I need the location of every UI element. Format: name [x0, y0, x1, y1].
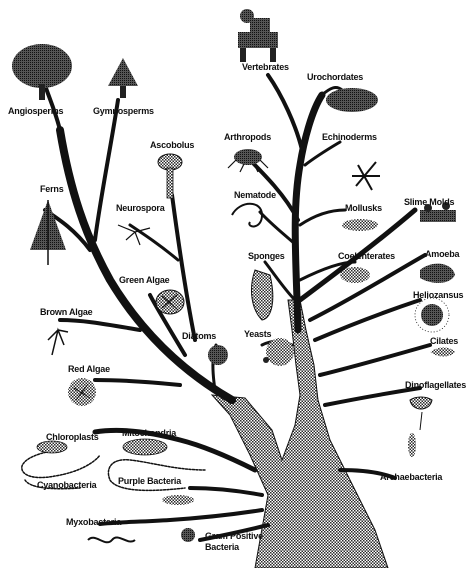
ciliate-icon [430, 348, 455, 357]
label-sponges: Sponges [248, 251, 285, 261]
branch-ciliates [320, 345, 430, 375]
heliozoan-icon [415, 298, 449, 332]
branch-left-big [60, 130, 232, 400]
label-gymnosperms: Gymnosperms [93, 106, 154, 116]
branch-amoeba [310, 255, 425, 320]
angiosperm-tree-icon [12, 44, 72, 100]
branch-nematode [260, 212, 296, 245]
sponge-icon [251, 270, 272, 320]
label-ciliates: Cilates [430, 336, 458, 346]
label-nematode: Nematode [234, 190, 276, 200]
red-algae-icon [68, 378, 96, 406]
label-cyanobacteria: Cyanobacteria [37, 480, 96, 490]
label-yeasts: Yeasts [244, 329, 271, 339]
echinoderm-icon [352, 162, 380, 190]
label-dinoflagellates: Dinoflagellates [405, 380, 466, 390]
label-brown-algae: Brown Algae [40, 307, 92, 317]
label-vertebrates: Vertebrates [242, 62, 289, 72]
label-archaebacteria: Archaebacteria [380, 472, 442, 482]
archaebacterium-icon [408, 433, 416, 457]
label-arthropods: Arthropods [224, 132, 271, 142]
nematode-icon [232, 204, 262, 227]
purple-bacterium-icon [162, 495, 194, 505]
mitochondrion-icon [123, 439, 167, 455]
coelenterate-icon [340, 267, 370, 283]
branch-neurospora [130, 225, 178, 260]
label-red-algae: Red Algae [68, 364, 110, 374]
label-angiosperms: Angiosperms [8, 106, 63, 116]
gram-positive-icon [181, 528, 195, 542]
brown-algae-icon [48, 330, 68, 355]
diatom-icon [208, 345, 228, 365]
branch-purple-bacteria [190, 488, 262, 495]
label-gram-positive-line2: Bacteria [205, 542, 239, 552]
trunk [212, 300, 388, 568]
label-mollusks: Mollusks [345, 203, 382, 213]
arrow-chloroplasts [22, 450, 100, 478]
vertebrate-dog-icon [238, 9, 278, 62]
branch-myxobacteria [100, 510, 262, 524]
label-gram-positive-line1: Gram Positive [205, 531, 263, 541]
branch-brown-algae [60, 320, 140, 330]
label-slime-molds: Slime Molds [404, 197, 454, 207]
myxobacterium-icon [88, 537, 135, 542]
branch-heliozansus [315, 300, 420, 340]
branch-echinoderms [305, 142, 340, 165]
branch-arthropods [245, 155, 298, 220]
label-chloroplasts: Chloroplasts [46, 432, 99, 442]
branch-vertebrates [268, 75, 302, 150]
label-green-algae: Green Algae [119, 275, 170, 285]
label-urochordates: Urochordates [307, 72, 363, 82]
label-myxobacteria: Myxobacteria [66, 517, 121, 527]
ascobolus-icon [158, 154, 182, 198]
label-ascobolus: Ascobolus [150, 140, 194, 150]
branch-gymnosperms [95, 100, 118, 240]
gymnosperm-tree-icon [108, 58, 138, 98]
urochordate-icon [326, 88, 378, 112]
amoeba-icon [420, 264, 455, 283]
mollusk-icon [342, 219, 378, 231]
label-ferns: Ferns [40, 184, 64, 194]
chloroplast-icon [37, 441, 67, 453]
branch-mollusks [300, 210, 345, 225]
green-algae-icon [156, 290, 184, 314]
dinoflagellate-icon [410, 397, 432, 430]
label-diatoms: Diatoms [182, 331, 216, 341]
fern-icon [30, 200, 66, 265]
arthropod-icon [228, 149, 268, 172]
label-purple-bacteria: Purple Bacteria [118, 476, 181, 486]
label-heliozansus: Heliozansus [413, 290, 463, 300]
label-amoeba: Amoeba [425, 249, 459, 259]
branch-red-algae [95, 380, 180, 385]
label-coelenterates: Coelenterates [338, 251, 395, 261]
label-echinoderms: Echinoderms [322, 132, 377, 142]
label-neurospora: Neurospora [116, 203, 165, 213]
branch-dinoflagellates [325, 388, 420, 405]
label-mitochondria: Mitochondria [122, 428, 176, 438]
branch-ascobolus [172, 195, 195, 340]
